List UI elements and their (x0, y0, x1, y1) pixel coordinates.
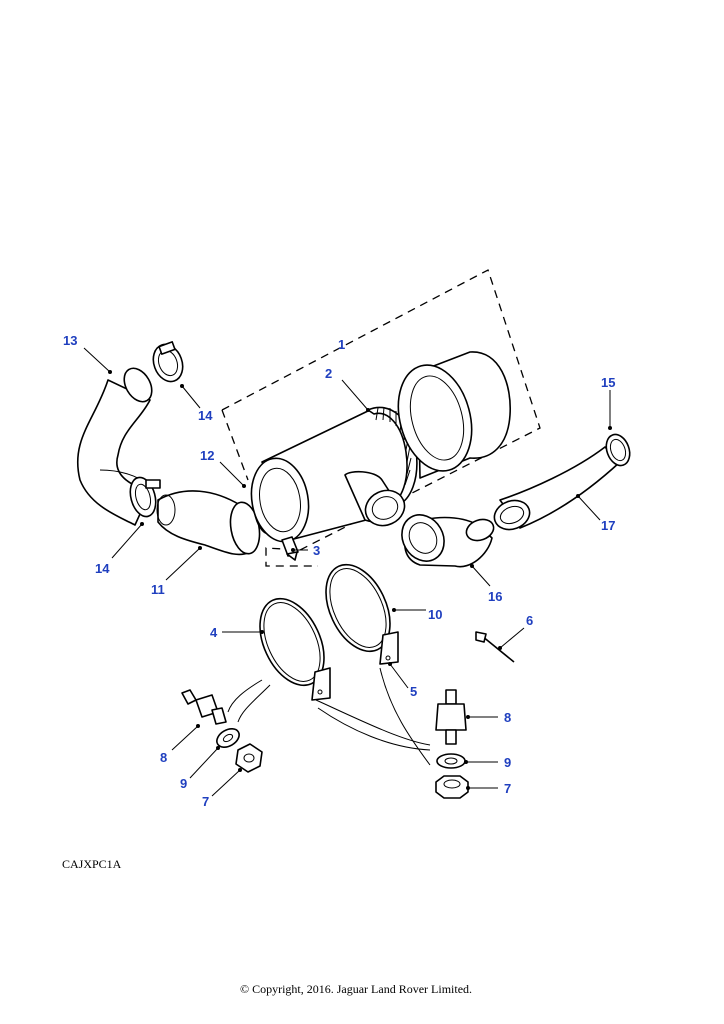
filter-cover (397, 351, 511, 479)
hose-clip-14-upper (152, 341, 184, 383)
callout-5: 5 (410, 684, 417, 699)
callout-7-right: 7 (504, 781, 511, 796)
callout-16: 16 (488, 589, 502, 604)
callout-14-upper: 14 (198, 408, 213, 423)
callout-15: 15 (601, 375, 615, 390)
callout-4: 4 (210, 625, 218, 640)
drawing-code: CAJXPC1A (62, 857, 122, 871)
callout-13: 13 (63, 333, 77, 348)
mounting-strap-4 (259, 597, 331, 701)
callout-12: 12 (200, 448, 214, 463)
outlet-duct-17 (493, 433, 631, 531)
washer-9-left (216, 728, 240, 748)
mounting-strap-10 (325, 563, 399, 665)
leader-lines (83, 347, 612, 797)
callout-6: 6 (526, 613, 533, 628)
nut-7-right (435, 775, 469, 799)
pin-6 (475, 631, 515, 663)
assembly-path-lines (227, 667, 431, 766)
drain-valve-3 (281, 536, 299, 561)
outlet-elbow-16 (401, 514, 495, 568)
callout-8-right: 8 (504, 710, 511, 725)
callout-11: 11 (151, 582, 165, 597)
callout-17: 17 (601, 518, 615, 533)
copyright-notice: © Copyright, 2016. Jaguar Land Rover Lim… (239, 982, 473, 996)
callout-10: 10 (428, 607, 442, 622)
callout-9-left: 9 (180, 776, 187, 791)
assembly-boundary-edge (221, 409, 249, 481)
callout-7-left: 7 (202, 794, 209, 809)
stud-8-left (181, 689, 227, 725)
air-cleaner-body-2 (250, 406, 418, 543)
callout-9-right: 9 (504, 755, 511, 770)
callout-14-lower: 14 (95, 561, 110, 576)
stud-8-right (435, 689, 467, 745)
washer-9-right (436, 753, 466, 769)
hose-clip-14-lower (129, 476, 161, 518)
assembly-boundary (221, 269, 541, 567)
callout-1: 1 (338, 337, 345, 352)
nut-7-left (235, 743, 263, 773)
callout-3: 3 (313, 543, 320, 558)
intake-elbow-11 (156, 490, 261, 556)
callout-2: 2 (325, 366, 332, 381)
callout-8-left: 8 (160, 750, 167, 765)
